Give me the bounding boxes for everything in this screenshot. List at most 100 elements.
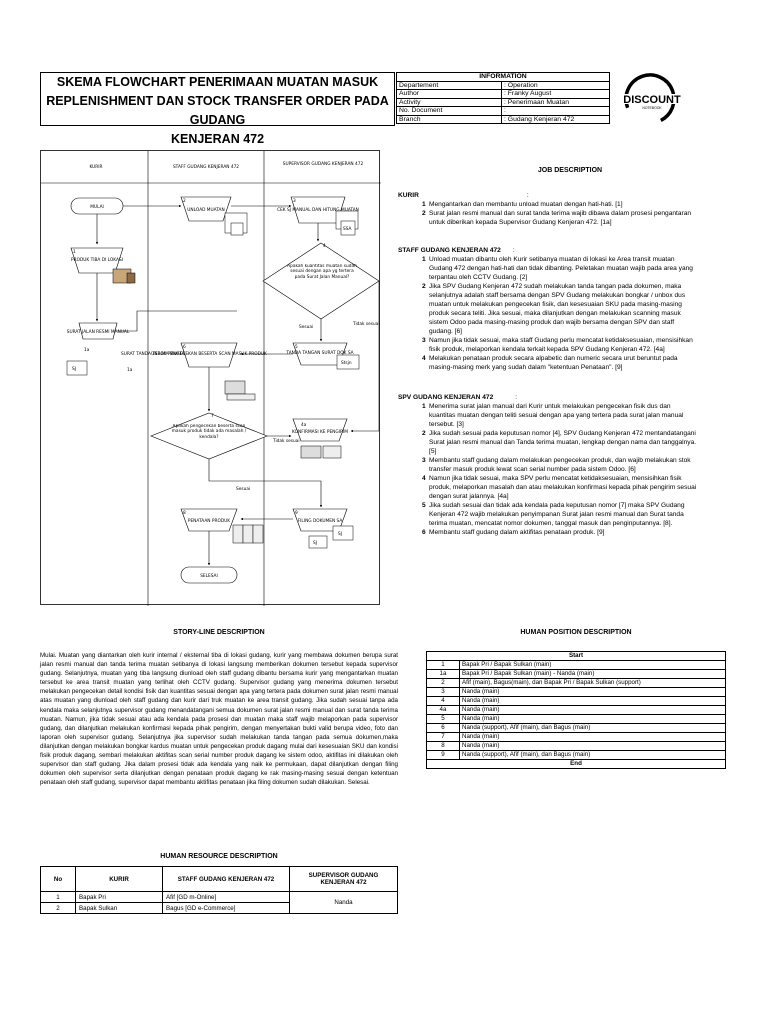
- step-unload: [180, 196, 232, 222]
- job-description-title: JOB DESCRIPTION: [537, 167, 603, 174]
- info-key: Author: [396, 89, 502, 99]
- jd-text: Membantu staff gudang dalam melakukan pe…: [429, 457, 691, 473]
- info-value: : Gudang Kenjeran 472: [501, 114, 610, 124]
- phone-icon: [300, 445, 322, 459]
- logo-text: DISCOUNT: [623, 94, 681, 106]
- info-key: Departement: [396, 80, 502, 90]
- hr-header: STAFF GUDANG KENJERAN 472: [162, 866, 290, 892]
- step-4a-num: 4a: [301, 422, 307, 428]
- hp-key: 9: [426, 750, 460, 760]
- info-value: :: [501, 106, 610, 116]
- hr-no: 1: [40, 891, 76, 903]
- document-icon: [66, 360, 88, 376]
- jd-text: Namun jika tidak sesuai, maka staff Guda…: [429, 337, 693, 353]
- hp-value: Nanda (main): [459, 687, 726, 697]
- flowchart: KURIR STAFF GUDANG KENJERAN 472 SUPERVIS…: [40, 150, 381, 606]
- step-4a-label: KONFIRMASI KE PENGIRIM: [292, 429, 348, 435]
- information-table: INFORMATION Departement: Operation Autho…: [396, 72, 610, 124]
- tidak-sesuai-label: Tidak sesuai: [272, 438, 300, 444]
- jd-text: Namun jika tidak sesuai, maka SPV perlu …: [429, 475, 697, 500]
- info-key: Branch: [396, 114, 502, 124]
- hr-supervisor: Nanda: [289, 891, 398, 914]
- end-label: SELESAI: [200, 573, 218, 579]
- step-penataan: [180, 508, 238, 532]
- logo-subtext: NOTEBOOK: [642, 106, 662, 110]
- hp-key: 1a: [426, 669, 460, 679]
- jd-num: 6: [422, 529, 426, 536]
- table-row: 2 Afif (main), Bagus(main), dan Bapak Pr…: [426, 678, 726, 688]
- jd-text: Membantu staff gudang dalam aktifitas pe…: [429, 529, 605, 536]
- hr-header: No: [40, 866, 76, 892]
- decision-1-num: 4: [323, 243, 326, 249]
- decision-2-num: 7: [211, 413, 214, 419]
- step-1-label: PRODUK TIBA DI LOKASI: [71, 257, 123, 263]
- jd-text: Jika SPV Gudang Kenjeran 472 sudah melak…: [429, 283, 686, 335]
- title-line-3: KENJERAN 472: [170, 132, 265, 146]
- kurir-section-title: KURIR: [398, 192, 419, 199]
- info-key: Activity: [396, 97, 502, 107]
- storyline-title: STORY-LINE DESCRIPTION: [173, 629, 265, 636]
- step-1a-label: SURAT JALAN RESMI MANUAL: [67, 329, 130, 335]
- human-position-title: HUMAN POSITION DESCRIPTION: [520, 629, 632, 636]
- jd-text: Mengantarkan dan membantu unload muatan …: [429, 201, 623, 208]
- step-3-num: 3: [293, 198, 296, 204]
- hp-key: 4: [426, 696, 460, 706]
- hp-key: 6: [426, 723, 460, 733]
- step-6-num: 6: [183, 344, 186, 350]
- jd-num: 4: [422, 475, 426, 482]
- doc-label: SJ: [313, 540, 317, 546]
- jd-num: 1: [422, 256, 426, 263]
- hp-value: Nanda (main): [459, 696, 726, 706]
- hp-value: Nanda (main): [459, 714, 726, 724]
- hp-key: 2: [426, 678, 460, 688]
- step-1a-doc-num: 1a: [127, 367, 133, 373]
- step-unbox: [180, 342, 238, 368]
- step-8-label: PENATAAN PRODUK: [188, 518, 230, 524]
- hp-value: Nanda (main): [459, 732, 726, 742]
- shelf-icon: [232, 524, 244, 544]
- sesuai-label: Sesuai: [299, 324, 313, 330]
- decision-2-label: Apakah pengecekan beserta scan masuk pro…: [171, 424, 247, 440]
- step-5-num: 5: [295, 344, 298, 350]
- hr-header: KURIR: [75, 866, 163, 892]
- hp-key: 8: [426, 741, 460, 751]
- table-row: 1 Bapak Pri Afif [GD m-Online] Nanda: [40, 891, 398, 914]
- discount-notebook-logo: DISCOUNT NOTEBOOK: [616, 73, 688, 125]
- title-line-1: SKEMA FLOWCHART PENERIMAAN MUATAN MASUK: [56, 75, 379, 89]
- storyline-text: Mulai. Muatan yang diantarkan oleh kurir…: [40, 652, 398, 787]
- jd-text: Menerima surat jalan manual dari Kurir u…: [429, 403, 684, 428]
- lane-kurir: KURIR: [89, 164, 102, 170]
- info-value: : Operation: [501, 80, 610, 90]
- tidak-sesuai-label: Tidak sesuai: [352, 321, 380, 327]
- hp-key: 1: [426, 660, 460, 670]
- jd-text: Surat jalan resmi manual dan surat tanda…: [429, 210, 692, 226]
- hp-end: End: [426, 759, 726, 769]
- jd-num: 4: [422, 355, 426, 362]
- hp-value: Afif (main), Bagus(main), dan Bapak Pri …: [459, 678, 726, 688]
- colon: :: [526, 192, 529, 199]
- info-key: No. Document: [396, 106, 502, 116]
- end-terminator: [180, 566, 238, 584]
- hr-staff: Bagus [GD e-Commerce]: [162, 902, 290, 914]
- step-5-doc: Stsjn: [341, 360, 352, 366]
- step-2-num: 2: [183, 198, 186, 204]
- jd-num: 5: [422, 502, 426, 509]
- hp-value: Nanda (support), Afif (main), dan Bagus …: [459, 750, 726, 760]
- step-1a-doc-label: SURAT TANDA TERIMA MUATAN: [121, 351, 188, 357]
- hp-value: Nanda (main): [459, 741, 726, 751]
- document-title: SKEMA FLOWCHART PENERIMAAN MUATAN MASUK …: [40, 72, 395, 146]
